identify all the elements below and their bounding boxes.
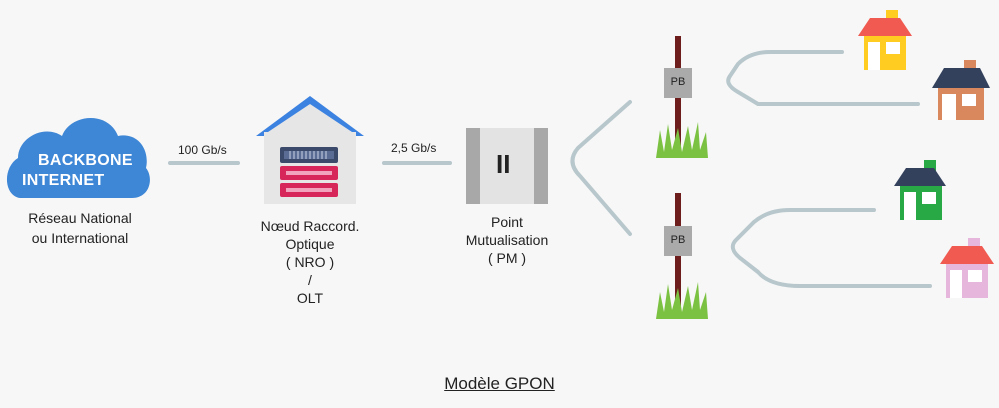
diagram-caption: Modèle GPON: [444, 374, 555, 393]
pole-icon: [656, 36, 708, 158]
server-icon: [280, 147, 338, 197]
house-icon: [894, 160, 946, 220]
house-icon: [858, 10, 912, 70]
pm-symbol: II: [496, 149, 511, 179]
split-line-top: [570, 100, 632, 236]
nro-label-1: Nœud Raccord.: [260, 218, 360, 234]
cabinet-icon: [466, 128, 548, 204]
pb-top-label: PB: [670, 76, 686, 88]
backbone-desc-1: Réseau National: [28, 210, 132, 226]
nro-label-5: OLT: [296, 290, 324, 306]
link1-speed: 100 Gb/s: [178, 143, 227, 157]
house-icon: [940, 238, 994, 298]
pole-icon: [656, 193, 708, 319]
house-icon: [932, 60, 990, 120]
pb-bottom-label: PB: [670, 234, 686, 246]
nro-label-2: Optique: [285, 236, 335, 252]
nro-label-4: /: [308, 272, 312, 288]
drop-line-top: [726, 50, 920, 106]
internet-label: INTERNET: [22, 172, 105, 189]
link2-speed: 2,5 Gb/s: [391, 141, 437, 155]
pm-label-3: ( PM ): [487, 250, 527, 266]
backbone-desc-2: ou International: [31, 230, 129, 246]
pm-label-2: Mutualisation: [465, 232, 549, 248]
drop-line-bottom: [730, 208, 932, 288]
pm-label-1: Point: [491, 214, 523, 230]
cloud-icon: [6, 117, 150, 198]
backbone-label: BACKBONE: [38, 152, 133, 169]
nro-label-3: ( NRO ): [285, 254, 335, 270]
